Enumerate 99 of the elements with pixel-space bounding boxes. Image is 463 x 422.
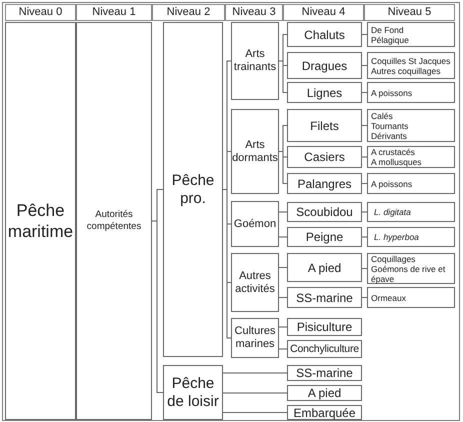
category-box (287, 287, 362, 308)
category-box (287, 146, 362, 168)
connector-line (362, 183, 368, 184)
connector-line (362, 236, 368, 238)
detail-box (367, 253, 455, 284)
node-label: Goémons de rive et épave (371, 264, 446, 284)
node-label: Embarquée (293, 406, 356, 420)
node-label: Tournants (371, 120, 408, 130)
node-label: Cultures marines (234, 325, 276, 351)
node-label: SS-marine (296, 366, 353, 380)
column-header: Niveau 1 (76, 4, 152, 21)
connector-line (222, 412, 288, 413)
category-box (76, 22, 152, 420)
category-box (231, 253, 279, 312)
node-label: Autres coquillages (371, 66, 440, 76)
connector-line (362, 268, 368, 269)
connector-line (362, 125, 368, 126)
connector-line (278, 326, 288, 328)
detail-box (367, 22, 455, 47)
column-header: Niveau 0 (5, 4, 76, 21)
category-box (287, 52, 362, 79)
node-label: Pêche pro. (170, 172, 216, 208)
node-label: Goémon (234, 218, 276, 230)
node-label: Palangres (297, 176, 352, 190)
category-box (287, 318, 362, 336)
category-box (231, 318, 279, 358)
node-label: Conchyliculture (290, 342, 359, 356)
node-label: Arts trainants (232, 48, 278, 74)
node-label: A pied (308, 260, 342, 274)
detail-box (367, 109, 455, 142)
category-box (287, 173, 362, 194)
node-label: De Fond (371, 24, 404, 34)
node-label: Chaluts (304, 28, 345, 42)
connector-line (278, 348, 288, 350)
detail-box (367, 82, 455, 103)
connector-line (362, 65, 368, 66)
node-label: Filets (310, 118, 339, 132)
detail-box (367, 52, 455, 79)
node-label: Pélagique (371, 34, 409, 44)
category-box (287, 109, 362, 142)
detail-box (367, 227, 455, 247)
node-label: Calés (371, 110, 393, 120)
node-label: Autres activités (234, 270, 276, 296)
node-label: Autorités compétentes (86, 209, 142, 233)
node-label: Pêche maritime (6, 200, 74, 242)
node-label: L. hyperboa (374, 232, 419, 242)
category-box (287, 385, 362, 401)
detail-box (367, 287, 455, 308)
detail-box (367, 146, 455, 168)
column-header: Niveau 5 (364, 4, 455, 21)
category-box (231, 109, 279, 194)
connector-line (222, 372, 288, 374)
connector-line (362, 156, 368, 158)
node-label: A mollusques (371, 157, 422, 167)
connector-line (362, 34, 368, 35)
connector-line (222, 392, 288, 394)
column-header: Niveau 2 (152, 4, 225, 21)
node-label: Coquillages (371, 254, 416, 264)
node-label: A poissons (371, 178, 412, 188)
category-box (163, 22, 223, 357)
node-label: Casiers (304, 150, 345, 164)
node-label: A poissons (371, 88, 412, 98)
node-label: SS-marine (296, 290, 353, 304)
category-box (287, 22, 362, 47)
detail-box (367, 202, 455, 222)
connector-line (152, 220, 164, 393)
connector-line (362, 92, 368, 93)
node-label: A crustacés (371, 147, 415, 157)
node-label: Dragues (302, 58, 348, 72)
category-box (287, 340, 362, 358)
node-label: Lignes (306, 86, 342, 100)
category-box (287, 253, 362, 282)
column-header: Niveau 3 (225, 4, 283, 21)
node-label: Peigne (306, 230, 344, 244)
category-box (287, 405, 362, 420)
node-label: Coquilles St Jacques (371, 56, 450, 66)
node-label: Ormeaux (371, 292, 406, 302)
connector-line (278, 236, 288, 238)
detail-box (367, 173, 455, 194)
category-box (287, 82, 362, 103)
node-label: Pisiculture (296, 320, 352, 334)
category-box (287, 202, 362, 222)
column-header: Niveau 4 (283, 4, 364, 21)
node-label: Pêche de loisir (166, 374, 220, 410)
category-box (5, 22, 76, 420)
category-box (163, 365, 223, 420)
category-box (287, 227, 362, 247)
category-box (287, 365, 362, 381)
node-label: Arts dormants (232, 138, 278, 164)
category-box (231, 201, 279, 247)
node-label: Dérivants (371, 130, 407, 140)
connector-line (222, 189, 232, 338)
node-label: Scoubidou (296, 205, 353, 219)
category-box (231, 22, 279, 100)
node-label: L. digitata (374, 207, 411, 217)
connector-line (278, 297, 288, 298)
connector-line (362, 297, 368, 298)
connector-line (278, 267, 288, 268)
node-label: A pied (308, 386, 342, 400)
